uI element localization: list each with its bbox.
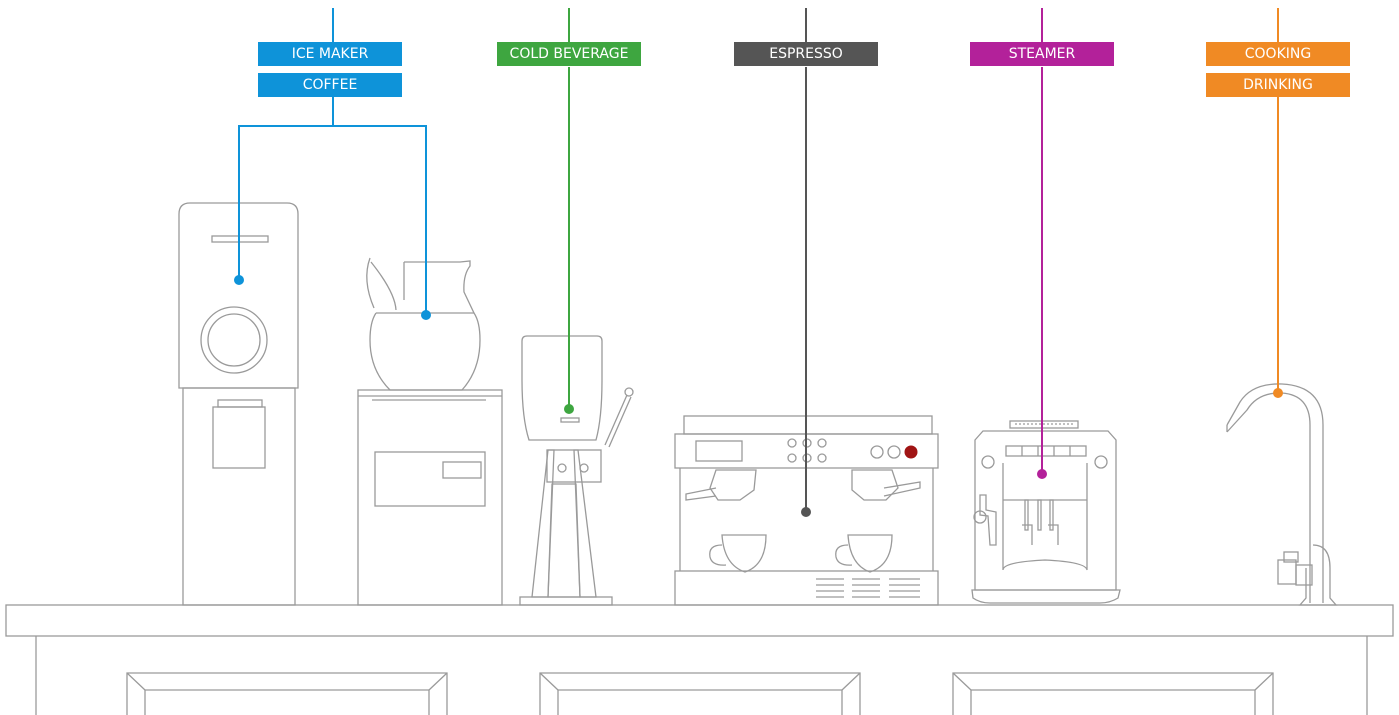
label-espresso: ESPRESSO bbox=[734, 42, 878, 66]
label-ice-maker: ICE MAKER bbox=[258, 42, 402, 66]
faucet-icon bbox=[1227, 384, 1336, 605]
cold-beverage-dispenser-icon bbox=[520, 336, 633, 605]
cabinet-door-center bbox=[540, 673, 860, 715]
coffee-brewer-icon bbox=[358, 258, 502, 605]
counter bbox=[6, 605, 1393, 715]
label-cold-beverage: COLD BEVERAGE bbox=[497, 42, 641, 66]
espresso-power-button bbox=[905, 446, 917, 458]
cabinet-door-left bbox=[127, 673, 447, 715]
espresso-marker bbox=[801, 507, 811, 517]
faucet-marker bbox=[1273, 388, 1283, 398]
steamer-machine-icon bbox=[972, 421, 1120, 603]
coffee-marker bbox=[421, 310, 431, 320]
steamer-marker bbox=[1037, 469, 1047, 479]
cold-beverage-marker bbox=[564, 404, 574, 414]
label-cooking: COOKING bbox=[1206, 42, 1350, 66]
label-coffee: COFFEE bbox=[258, 73, 402, 97]
ice-maker-marker bbox=[234, 275, 244, 285]
label-steamer: STEAMER bbox=[970, 42, 1114, 66]
label-drinking: DRINKING bbox=[1206, 73, 1350, 97]
cabinet-door-right bbox=[953, 673, 1273, 715]
